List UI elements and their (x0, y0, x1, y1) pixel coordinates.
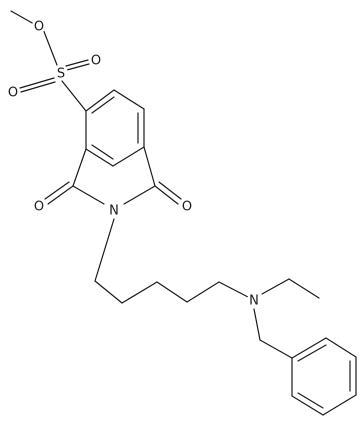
bond-cl-n (72, 185, 105, 205)
atom-imide-nitrogen: N (107, 203, 121, 219)
bond-ph-4 (322, 394, 357, 416)
bond-ph-5 (291, 395, 324, 416)
bond-imide-right-c (143, 146, 156, 187)
atom-carbonyl-oxygen-left: O (32, 199, 46, 215)
bond-ch2-ring (259, 339, 293, 359)
bond-s-o3-a (19, 77, 55, 89)
bond-co-right-a (154, 185, 179, 205)
bond-ring-5 (85, 148, 114, 167)
bond-s-o2-a (65, 59, 89, 67)
bond-ph-2 (325, 337, 357, 358)
atom-symbol: N (109, 204, 119, 219)
bond-co-left-a (47, 185, 74, 205)
bond-n-ethyl-2 (288, 278, 320, 299)
bond-ph-1 (291, 337, 327, 359)
label-mask (54, 66, 68, 80)
bond-n-ch2 (253, 308, 261, 341)
atom-symbol: O (34, 20, 44, 35)
bond-s-o3-b (20, 81, 56, 93)
atom-symbol: O (182, 200, 192, 215)
label-mask (180, 199, 194, 213)
bond-s-ring (61, 80, 87, 112)
bond-ph-inner-1 (297, 344, 327, 362)
label-mask (32, 199, 46, 213)
label-mask (247, 293, 261, 307)
atom-carbonyl-oxygen-right: O (180, 199, 194, 215)
atom-symbol: N (249, 294, 259, 309)
bond-c2-c3 (121, 281, 158, 304)
atom-symbol: O (8, 86, 18, 101)
atom-symbol: O (91, 54, 101, 69)
bond-ring-2 (113, 89, 145, 110)
label-mask (107, 203, 121, 217)
bond-ph-inner-3 (297, 392, 324, 409)
bond-c1-c2 (94, 280, 123, 304)
bond-ring-1 (85, 89, 115, 112)
bond-s-o2-b (66, 63, 90, 71)
bond-n-ethyl-1 (261, 278, 290, 295)
bond-co-right-b (158, 181, 182, 200)
bond-n-c1 (94, 218, 115, 282)
bond-c4-c5 (186, 281, 220, 303)
atom-sulfur: S (54, 66, 68, 82)
bond-ring-inner-1 (91, 96, 115, 114)
bonds (10, 10, 357, 416)
bond-o-s (42, 28, 58, 66)
atom-sulfonyl-oxygen-2: O (6, 85, 20, 101)
atom-methyl-oxygen: O (32, 19, 46, 35)
bond-ring-inner-3 (91, 144, 114, 160)
bond-co-left-b (44, 181, 70, 200)
atom-labels: O S O O O N O N (6, 19, 261, 309)
label-mask (89, 53, 103, 67)
bond-methyl-o (10, 10, 35, 25)
atom-symbol: O (34, 200, 44, 215)
atom-amine-nitrogen: N (247, 293, 261, 309)
bond-imide-left-c (72, 148, 87, 187)
label-mask (32, 19, 46, 33)
atom-symbol: S (57, 67, 65, 82)
label-mask (6, 85, 20, 99)
bond-ring-4 (112, 146, 145, 167)
bond-c3-c4 (156, 281, 188, 303)
atom-sulfonyl-oxygen-1: O (89, 53, 103, 69)
bond-c5-n (218, 281, 249, 298)
bond-cr-n (123, 185, 156, 205)
